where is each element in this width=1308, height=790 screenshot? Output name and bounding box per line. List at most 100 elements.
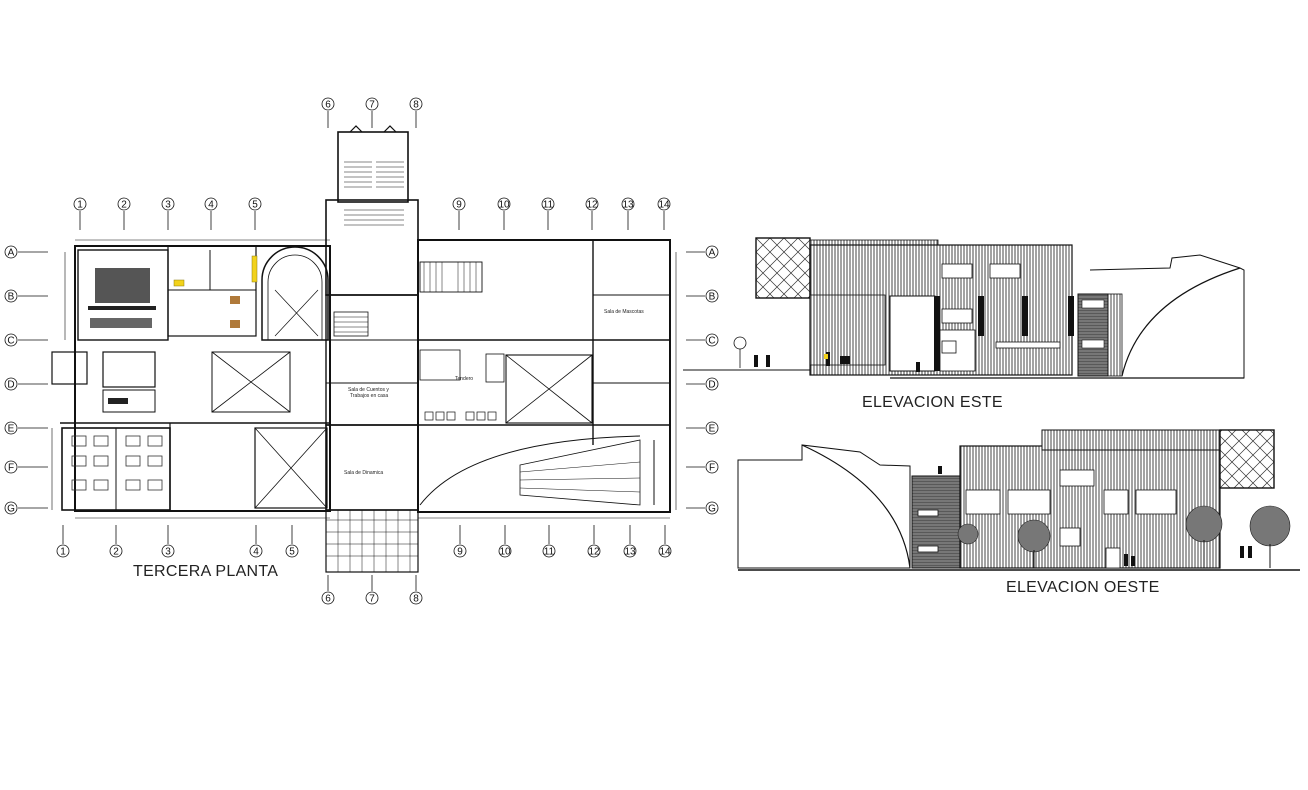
east-elevation (683, 237, 1245, 379)
west-ramp-curve (801, 444, 911, 569)
svg-text:A: A (709, 248, 716, 259)
svg-text:F: F (8, 463, 14, 474)
svg-text:9: 9 (457, 547, 463, 558)
svg-text:C: C (7, 336, 14, 347)
row-bubble-right-b: B (686, 289, 719, 303)
row-bubble-right-e: E (686, 421, 719, 435)
plan-right-wing (417, 239, 671, 513)
room-label-cuentos: Sala de Cuentos y (348, 387, 389, 393)
col-bubble-bottom-11: 11 (542, 525, 556, 558)
svg-text:10: 10 (499, 547, 511, 558)
svg-text:E: E (709, 424, 716, 435)
col-bubble-top-6: 6 (321, 97, 335, 128)
east-elevation-title: ELEVACION ESTE (862, 394, 1003, 411)
row-bubble-left-f: F (4, 460, 48, 474)
east-lattice-box (755, 237, 811, 299)
plan-void-1 (211, 351, 291, 413)
east-tree (733, 336, 747, 350)
svg-text:A: A (8, 248, 15, 259)
col-bubble-bottom-13: 13 (623, 525, 637, 558)
svg-text:10: 10 (498, 200, 510, 211)
col-bubble-bottom-8: 8 (409, 575, 423, 605)
svg-text:11: 11 (543, 200, 554, 211)
svg-text:14: 14 (659, 547, 671, 558)
svg-text:8: 8 (413, 594, 419, 605)
col-bubble-bottom-9: 9 (453, 525, 467, 558)
svg-text:5: 5 (289, 547, 295, 558)
svg-text:C: C (708, 336, 715, 347)
entrance-canopy (325, 509, 419, 573)
col-bubble-top-5: 5 (248, 197, 262, 230)
svg-text:12: 12 (586, 200, 598, 211)
col-bubble-bottom-6: 6 (321, 575, 335, 605)
room-label-dinamica: Sala de Dinamica (344, 470, 383, 476)
west-lattice-box (1219, 429, 1275, 489)
col-bubble-top-8: 8 (409, 97, 423, 128)
svg-text:14: 14 (658, 200, 670, 211)
row-bubble-right-d: D (686, 377, 719, 391)
row-bubble-left-b: B (4, 289, 48, 303)
auditorium-seats (88, 268, 156, 328)
svg-text:G: G (708, 504, 716, 515)
svg-text:2: 2 (121, 200, 127, 211)
col-bubble-top-3: 3 (161, 197, 175, 230)
col-bubble-top-10: 10 (497, 197, 511, 230)
svg-text:7: 7 (369, 594, 375, 605)
svg-text:13: 13 (622, 200, 634, 211)
svg-text:6: 6 (325, 100, 331, 111)
col-bubble-top-9: 9 (452, 197, 466, 230)
svg-text:12: 12 (588, 547, 600, 558)
svg-text:B: B (8, 292, 15, 303)
svg-text:D: D (708, 380, 715, 391)
svg-text:E: E (8, 424, 15, 435)
svg-text:F: F (709, 463, 715, 474)
col-bubble-top-4: 4 (204, 197, 218, 230)
svg-text:D: D (7, 380, 14, 391)
col-bubble-bottom-4: 4 (249, 525, 263, 558)
col-bubble-top-2: 2 (117, 197, 131, 230)
plan-void-3 (505, 354, 593, 424)
east-ramp-curve (1121, 267, 1241, 377)
col-bubble-top-13: 13 (621, 197, 635, 230)
room-labels: Sala de Cuentos y Trabajos en casa Sala … (344, 309, 644, 476)
col-bubble-top-12: 12 (585, 197, 599, 230)
row-bubble-left-d: D (4, 377, 48, 391)
grid-axis-bubbles: 1 2 3 4 5 6 7 8 9 10 11 12 13 14 1 2 3 4… (4, 97, 719, 605)
west-trees (957, 505, 1291, 553)
west-people (938, 466, 1252, 566)
arched-lobby (261, 246, 329, 341)
row-bubble-left-c: C (4, 333, 48, 347)
yellow-fixture (173, 279, 185, 287)
svg-text:B: B (709, 292, 716, 303)
svg-text:5: 5 (252, 200, 258, 211)
col-bubble-bottom-14: 14 (658, 525, 672, 558)
col-bubble-top-1: 1 (73, 197, 87, 230)
svg-text:7: 7 (369, 100, 375, 111)
svg-text:9: 9 (456, 200, 462, 211)
row-bubble-left-g: G (4, 501, 48, 515)
row-bubble-left-e: E (4, 421, 48, 435)
west-elevation (737, 429, 1300, 571)
col-bubble-bottom-1: 1 (56, 525, 70, 558)
plan-title: TERCERA PLANTA (133, 563, 279, 580)
row-bubble-left-a: A (4, 245, 48, 259)
col-bubble-bottom-2: 2 (109, 525, 123, 558)
svg-text:6: 6 (325, 594, 331, 605)
row-bubble-right-g: G (686, 501, 719, 515)
svg-text:8: 8 (413, 100, 419, 111)
col-bubble-bottom-5: 5 (285, 525, 299, 558)
svg-text:2: 2 (113, 547, 119, 558)
svg-text:1: 1 (77, 200, 83, 211)
classroom-desks (71, 435, 163, 491)
svg-text:3: 3 (165, 200, 171, 211)
svg-text:1: 1 (60, 547, 66, 558)
room-label-mascotas: Sala de Mascotas (604, 309, 644, 315)
svg-text:3: 3 (165, 547, 171, 558)
row-bubble-right-a: A (686, 245, 719, 259)
col-bubble-bottom-3: 3 (161, 525, 175, 558)
svg-text:4: 4 (253, 547, 259, 558)
plan-ramp (419, 435, 641, 506)
room-label-trabajos: Trabajos en casa (350, 393, 388, 399)
col-bubble-bottom-10: 10 (498, 525, 512, 558)
